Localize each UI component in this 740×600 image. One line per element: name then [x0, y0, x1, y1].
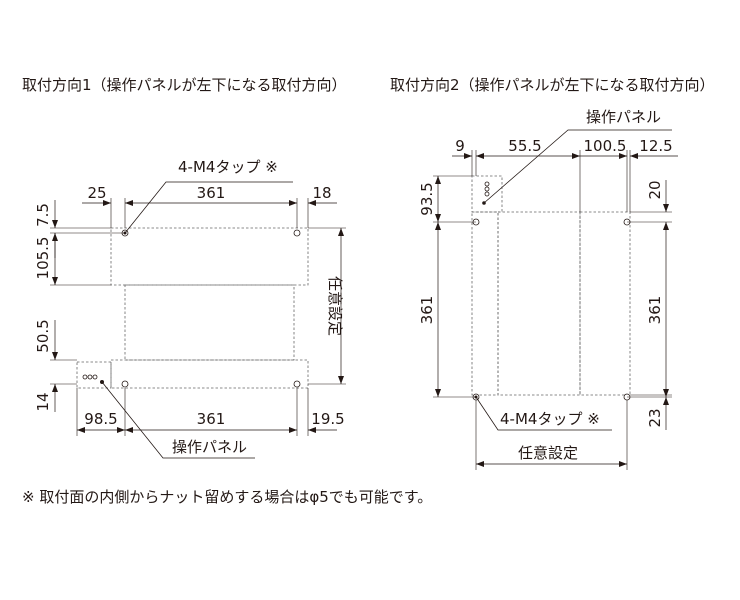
right-dim-9: 9: [455, 137, 465, 155]
right-panel-label: 操作パネル: [586, 108, 661, 126]
right-arbitrary-dimension: 任意設定: [475, 400, 628, 470]
right-dim-93-5: 93.5: [418, 182, 436, 215]
left-dim-14: 14: [34, 392, 52, 411]
left-hole-tr: [293, 229, 301, 237]
footnote: ※ 取付面の内側からナット留めする場合はφ5でも可能です。: [22, 488, 432, 506]
right-dim-361-left: 361: [418, 296, 436, 325]
left-arbitrary-label: 任意設定: [326, 276, 344, 336]
left-dim-50-5: 50.5: [34, 319, 52, 352]
left-dim-7-5: 7.5: [34, 203, 52, 227]
right-dim-12-5: 12.5: [639, 137, 672, 155]
right-arbitrary-label: 任意設定: [518, 444, 578, 462]
right-diagram: 取付方向2（操作パネルが左下になる取付方向）: [390, 76, 715, 470]
right-top-dimensions: 9 55.5 100.5 12.5: [452, 137, 678, 212]
right-leaders: 操作パネル 4-M4タップ ※: [474, 108, 672, 431]
left-leaders: 4-M4タップ ※ 操作パネル: [101, 158, 293, 459]
left-dim-361-top: 361: [197, 184, 226, 202]
left-hole-br: [293, 380, 301, 388]
left-diagram: 取付方向1（操作パネルが左下になる取付方向）: [22, 76, 347, 459]
right-right-dimensions: 20 361 23: [627, 180, 672, 430]
left-dim-361-bottom: 361: [197, 410, 226, 428]
left-dim-18: 18: [312, 184, 331, 202]
left-panel-icon: [82, 374, 104, 384]
left-hole-bl: [121, 380, 129, 388]
left-dim-25: 25: [87, 184, 106, 202]
right-dim-100-5: 100.5: [584, 137, 627, 155]
left-dim-19-5: 19.5: [311, 410, 344, 428]
left-dim-105-5: 105.5: [34, 237, 52, 280]
left-arbitrary-dimension: 任意設定: [308, 227, 346, 385]
right-dim-20: 20: [646, 180, 664, 199]
left-outline: [76, 227, 309, 389]
left-top-dimensions: 25 361 18: [82, 184, 337, 228]
left-title: 取付方向1（操作パネルが左下になる取付方向）: [22, 76, 347, 94]
right-tap-label: 4-M4タップ ※: [500, 410, 600, 428]
right-dim-361-right: 361: [646, 296, 664, 325]
left-bottom-dimensions: 98.5 361 19.5: [76, 388, 345, 436]
left-tap-label: 4-M4タップ ※: [178, 158, 278, 176]
left-dim-98-5: 98.5: [84, 410, 117, 428]
left-side-dimensions: 7.5 105.5 50.5 14: [34, 200, 125, 412]
right-dim-55-5: 55.5: [508, 137, 541, 155]
right-title: 取付方向2（操作パネルが左下になる取付方向）: [390, 76, 715, 94]
right-dim-23: 23: [646, 408, 664, 427]
right-outline: [471, 175, 631, 401]
left-panel-label: 操作パネル: [172, 438, 247, 456]
right-left-dimensions: 93.5 361: [418, 175, 476, 398]
